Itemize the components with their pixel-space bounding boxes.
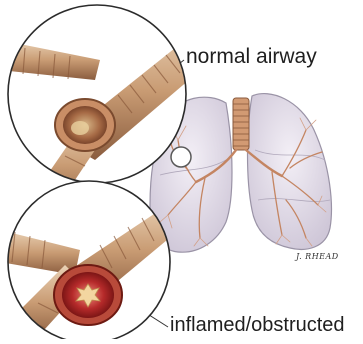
callout-marker bbox=[171, 147, 191, 167]
inflamed-airway-label: inflamed/obstructed bbox=[170, 315, 345, 335]
artist-signature: J. RHEAD bbox=[296, 252, 339, 261]
normal-airway-label: normal airway bbox=[186, 46, 317, 67]
trachea bbox=[233, 98, 249, 150]
right-lung bbox=[248, 94, 332, 250]
